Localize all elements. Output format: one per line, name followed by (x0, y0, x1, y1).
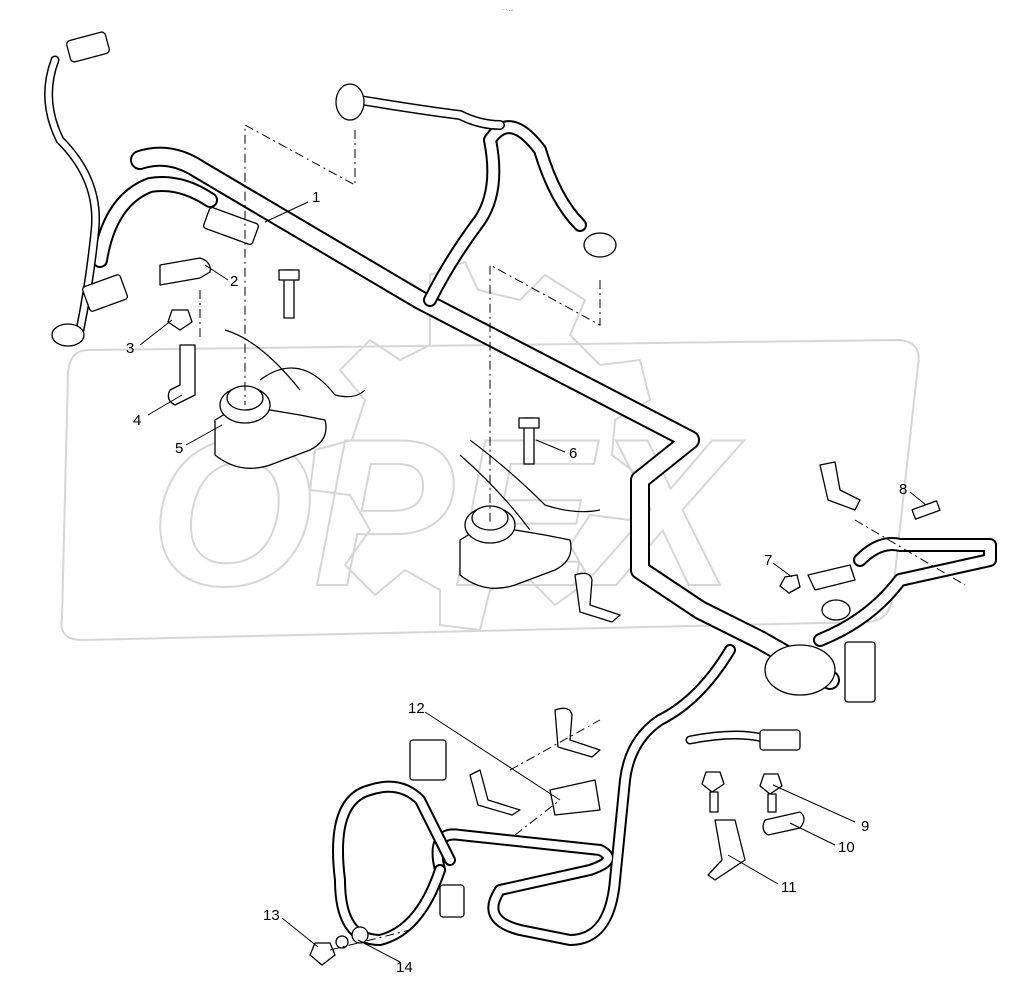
assembly-lines (199, 124, 966, 951)
callout-5: 5 (175, 440, 183, 457)
callout-13: 13 (263, 907, 280, 924)
callout-1: 1 (312, 189, 320, 206)
callout-11: 11 (781, 879, 797, 896)
connectors (51, 31, 876, 918)
header-mark: · · ... (503, 7, 513, 13)
callout-labels: 1 2 3 4 5 6 7 8 9 10 11 12 13 14 (126, 189, 907, 976)
callout-9: 9 (861, 818, 869, 835)
callout-10: 10 (838, 839, 855, 856)
callout-7: 7 (764, 552, 772, 569)
leader-lines (139, 201, 927, 963)
fasteners-and-brackets (159, 257, 941, 966)
callout-2: 2 (230, 273, 238, 290)
callout-8: 8 (899, 481, 907, 498)
callout-6: 6 (569, 445, 577, 462)
callout-4: 4 (133, 412, 141, 429)
callout-12: 12 (408, 700, 425, 717)
callout-3: 3 (126, 340, 134, 357)
callout-14: 14 (396, 959, 413, 976)
